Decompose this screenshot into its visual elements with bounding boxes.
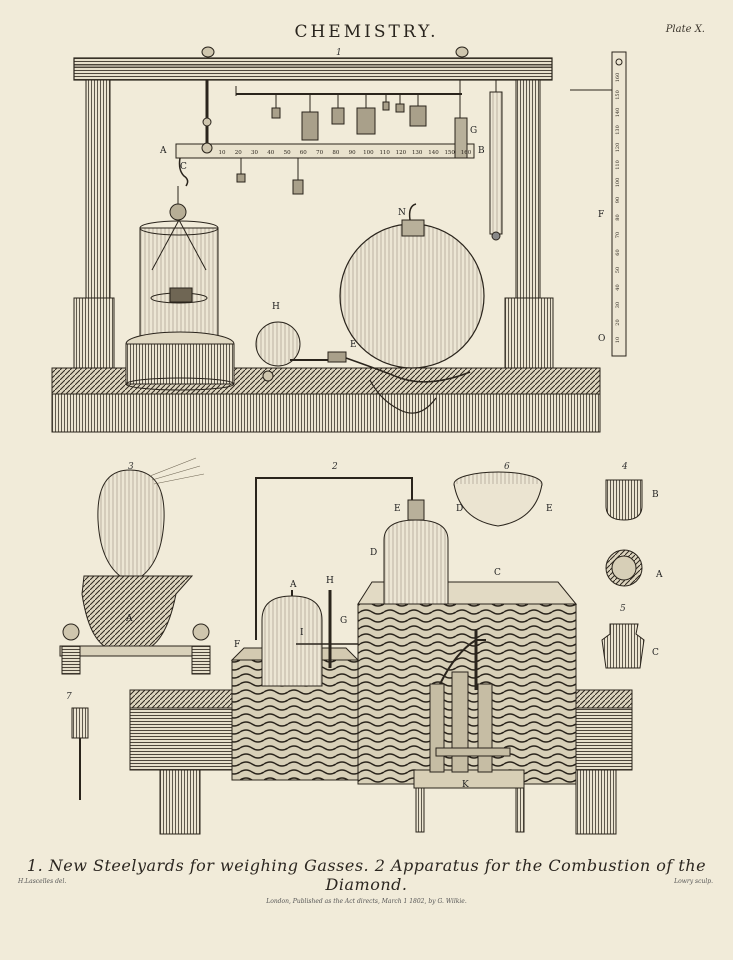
scale-mark: 60 <box>300 150 307 156</box>
side-scale-mark: 10 <box>615 337 621 343</box>
publisher-imprint: London, Published as the Act directs, Ma… <box>266 898 467 905</box>
scale-mark: 150 <box>444 150 455 156</box>
label-A-fig2: A <box>290 580 297 590</box>
label-C-fig1: C <box>180 162 187 172</box>
label-N-fig1: N <box>398 208 406 218</box>
scale-mark: 30 <box>251 150 258 156</box>
label-G-fig2: G <box>340 616 348 626</box>
plate-title: CHEMISTRY. <box>294 22 439 42</box>
side-scale-mark: 90 <box>615 197 621 203</box>
figure-3-lens-apparatus <box>59 457 211 675</box>
label-A-fig1: A <box>160 146 167 156</box>
figure-label-2: 2 <box>332 462 338 472</box>
scale-mark: 100 <box>363 150 374 156</box>
label-E-fig6: E <box>546 504 553 514</box>
side-scale-mark: 130 <box>615 125 621 135</box>
side-scale-mark: 80 <box>615 214 621 220</box>
side-scale-mark: 60 <box>615 249 621 255</box>
side-scale-mark: 70 <box>615 232 621 238</box>
label-H-fig2: H <box>326 576 334 586</box>
label-E-fig2: E <box>394 504 401 514</box>
figure-label-3: 3 <box>128 462 134 472</box>
scale-mark: 10 <box>219 150 226 156</box>
plate-caption: 1. New Steelyards for weighing Gasses. 2… <box>26 856 707 894</box>
label-I-fig2: I <box>300 628 304 638</box>
scale-mark: 90 <box>349 150 356 156</box>
scale-mark: 50 <box>284 150 291 156</box>
side-scale-mark: 20 <box>615 319 621 325</box>
label-K-fig2: K <box>462 780 469 790</box>
label-F-scale: F <box>598 210 605 220</box>
scale-mark: 160 <box>461 150 472 156</box>
engraver-credit: Lowry sculp. <box>674 878 713 885</box>
figure-6-dish <box>453 471 543 527</box>
label-H-fig1: H <box>272 302 280 312</box>
label-A-fig4: A <box>656 570 663 580</box>
label-E-fig1: E <box>350 340 357 350</box>
label-C-fig2: C <box>494 568 501 578</box>
steelyard-scale-numbers: 10 20 30 40 50 60 70 80 90 100 110 120 130 140 150 160 1… <box>219 73 622 343</box>
side-scale-mark: 120 <box>615 143 621 153</box>
scale-mark: 20 <box>235 150 242 156</box>
side-scale-mark: 150 <box>615 90 621 100</box>
side-scale-mark: 40 <box>615 284 621 290</box>
figure-label-1: 1 <box>336 48 342 58</box>
scale-mark: 80 <box>332 150 339 156</box>
side-scale-mark: 160 <box>615 73 621 83</box>
label-F-fig2: F <box>234 640 241 650</box>
plate-number: Plate X. <box>665 24 705 35</box>
side-scale-mark: 30 <box>615 302 621 308</box>
label-C-fig5: C <box>652 648 659 658</box>
scale-mark: 110 <box>379 150 390 156</box>
label-O-scale: O <box>598 334 606 344</box>
figure-label-5: 5 <box>620 604 626 614</box>
figure-label-4: 4 <box>622 462 628 472</box>
figure-label-6: 6 <box>504 462 510 472</box>
side-scale-mark: 100 <box>615 178 621 188</box>
label-B-fig4: B <box>652 490 659 500</box>
label-A-fig3: A <box>126 614 133 624</box>
figure-label-7: 7 <box>66 692 72 702</box>
draftsman-credit: H.Lascelles del. <box>18 878 67 885</box>
figure-2-combustion-apparatus <box>129 477 633 835</box>
scale-mark: 40 <box>267 150 274 156</box>
figure-1-steelyard <box>51 46 601 433</box>
scale-mark: 120 <box>396 150 407 156</box>
label-G-fig1: G <box>470 126 478 136</box>
side-scale-mark: 50 <box>615 267 621 273</box>
scale-mark: 140 <box>428 150 439 156</box>
figure-7-pin <box>71 707 89 800</box>
side-scale-bar <box>570 51 627 357</box>
side-scale-mark: 140 <box>615 108 621 118</box>
scale-mark: 130 <box>412 150 423 156</box>
figures-4-5-crucibles <box>601 479 645 669</box>
scale-mark: 70 <box>316 150 323 156</box>
label-B-fig1: B <box>478 146 485 156</box>
side-scale-mark: 110 <box>615 160 621 170</box>
label-D-fig2: D <box>370 548 378 558</box>
label-D-fig6: D <box>456 504 464 514</box>
